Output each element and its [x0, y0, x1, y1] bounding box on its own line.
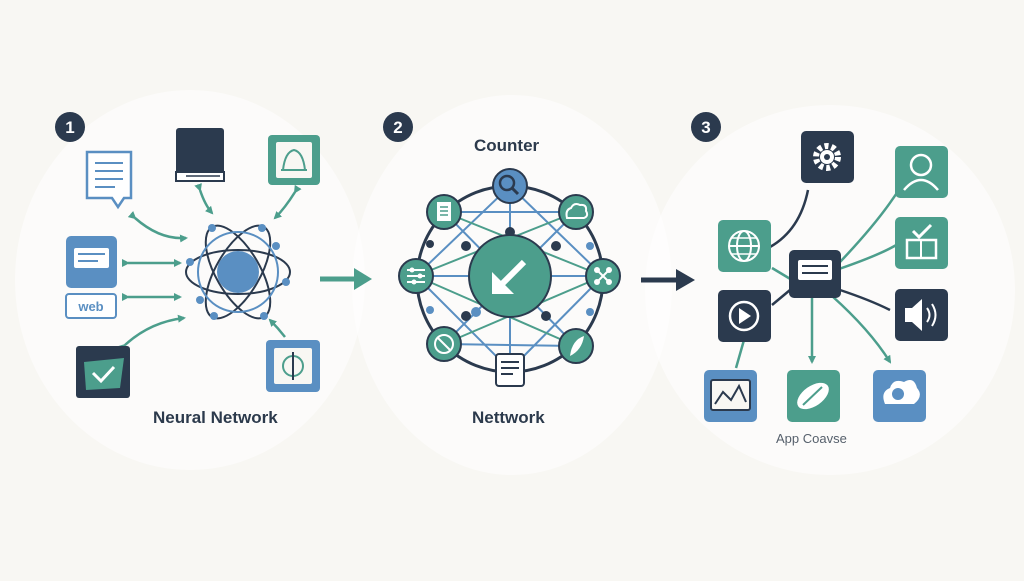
step-number-1: 1 [65, 118, 74, 137]
gear-icon [801, 131, 854, 183]
step-number-2: 2 [393, 118, 402, 137]
step-2-caption: Counter [474, 136, 540, 155]
cloud-icon [873, 370, 926, 422]
step-3-label: App Coavse [776, 431, 847, 446]
bell-card-icon [268, 135, 320, 185]
list-card-icon [66, 236, 117, 288]
step-badge-2 [383, 112, 413, 142]
book-icon [175, 128, 225, 182]
user-icon [895, 146, 948, 198]
step-number-3: 3 [701, 118, 710, 137]
panel-1-connectors [117, 183, 302, 353]
speaker-icon [895, 289, 948, 341]
arrow-1-to-2 [320, 268, 372, 290]
step-badge-3 [691, 112, 721, 142]
pencil-arrow-icon [468, 234, 552, 318]
neural-atom-icon [185, 224, 291, 320]
share-icon [585, 258, 621, 294]
web-badge-icon [65, 293, 117, 319]
rugby-ball-icon [787, 370, 840, 422]
globe-icon [718, 220, 771, 272]
step-badge-1 [55, 112, 85, 142]
feather-icon [558, 328, 594, 364]
chat-icon [789, 250, 841, 298]
chart-icon [704, 370, 757, 422]
checkmark-card-icon [76, 346, 130, 398]
sliders-icon [398, 258, 434, 294]
cloud-icon [558, 194, 594, 230]
play-icon [718, 290, 771, 342]
music-card-icon [266, 340, 320, 392]
document-icon [85, 150, 133, 210]
network-icon [426, 326, 462, 362]
document-icon [426, 194, 462, 230]
search-icon [492, 168, 528, 204]
web-badge-text: web [77, 299, 103, 314]
newspaper-icon [495, 353, 525, 387]
arrow-2-to-3 [641, 269, 695, 291]
checkbox-icon [895, 217, 948, 269]
step-1-label: Neural Network [153, 408, 278, 427]
step-2-label: Nettwork [472, 408, 545, 427]
